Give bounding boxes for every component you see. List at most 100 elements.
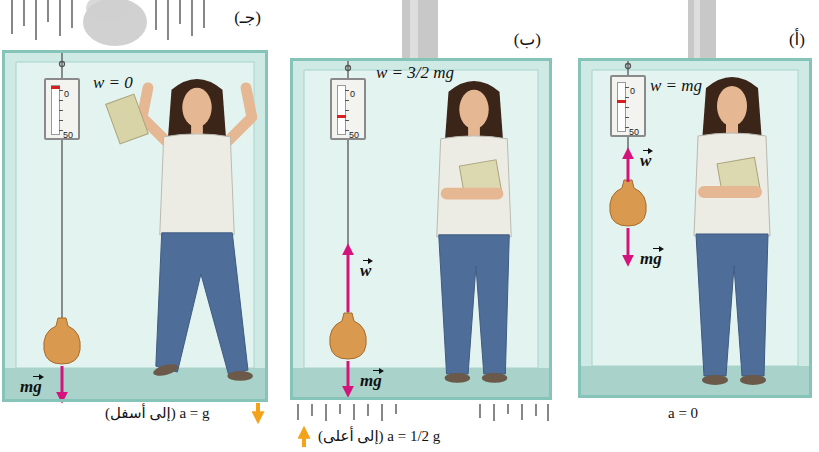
force-vector <box>61 366 64 399</box>
motion-lines <box>59 0 60 36</box>
motion-lines <box>381 404 382 421</box>
force-vector <box>347 361 350 393</box>
motion-lines <box>179 0 180 24</box>
scale-string <box>60 50 631 319</box>
elevator-glass <box>578 366 812 398</box>
label-holder: (إلى أسفل) a = g <box>105 404 210 422</box>
motion-lines <box>367 404 368 416</box>
text-holder: w = mg <box>650 76 702 96</box>
elevator-glass <box>578 58 812 398</box>
motion-lines <box>395 404 396 414</box>
scale-tick <box>59 110 63 111</box>
scale-string <box>347 58 348 78</box>
hanging-bag <box>44 180 647 364</box>
elevator-shaft <box>86 0 130 22</box>
panel-label: (جـ) <box>234 7 261 28</box>
vector-label: w <box>640 148 651 171</box>
spring-scale: 0 50 <box>330 78 366 140</box>
scale-tick <box>345 90 349 91</box>
scale-pointer <box>51 86 60 89</box>
elevator-glass <box>2 50 812 402</box>
woman-figure <box>437 81 511 383</box>
text-holder: (أ) <box>789 29 805 50</box>
motion-lines <box>479 404 480 418</box>
scale-string <box>346 66 351 71</box>
motion-lines <box>203 0 204 28</box>
woman-figure <box>694 77 770 385</box>
motion-lines <box>71 0 72 28</box>
spring-scale: 0 50 <box>610 75 646 137</box>
label-holder: w <box>640 148 651 171</box>
scale-tick <box>345 120 349 121</box>
text-holder: 0 <box>64 83 69 101</box>
motion-lines <box>535 404 536 416</box>
scale-tick <box>625 107 629 108</box>
scale-tick <box>625 117 629 118</box>
scale-mark: 0 <box>630 86 635 96</box>
scale-tick <box>59 120 63 121</box>
elevator-shaft <box>402 0 438 58</box>
text-holder: w = 3/2 mg <box>376 63 454 83</box>
scale-string <box>61 50 62 78</box>
motion-lines <box>353 404 354 420</box>
scale-reading: w = 3/2 mg <box>376 63 454 83</box>
scale-mark: 50 <box>63 130 73 140</box>
scale-reading: w = mg <box>650 76 702 96</box>
scale-tick <box>345 110 349 111</box>
acceleration-caption: a = 0 <box>668 405 698 422</box>
scale-tick <box>59 130 63 131</box>
force-vector <box>62 152 628 399</box>
motion-lines <box>325 404 326 421</box>
scale-tick <box>345 130 349 131</box>
scale-mark: 50 <box>349 130 359 140</box>
motion-lines <box>11 0 12 34</box>
floating-book <box>106 94 149 144</box>
vector-label: mg <box>20 374 42 397</box>
scale-tick <box>345 100 349 101</box>
woman-figure <box>142 79 253 381</box>
elevator-shaft <box>410 0 418 58</box>
scale-mark: 0 <box>64 89 69 99</box>
elevator-glass <box>2 50 268 402</box>
text-holder: 0 <box>630 80 635 98</box>
motion-lines <box>167 0 168 40</box>
acceleration-arrow <box>302 431 306 447</box>
elevator-cab: (جـ)w = 0050 <box>2 50 268 402</box>
motion-lines <box>155 0 156 30</box>
label-holder: w <box>360 258 371 281</box>
elevator-shaft <box>694 0 700 58</box>
scale-string <box>61 140 62 319</box>
text-holder: (جـ) <box>234 7 261 28</box>
hanging-bag <box>44 318 81 364</box>
scale-tick <box>625 127 629 128</box>
label-holder: mg <box>360 368 382 391</box>
scale-string <box>626 64 631 69</box>
motion-lines <box>547 404 548 421</box>
label-holder: (إلى أعلى) a = 1/2 g <box>318 427 440 445</box>
elevator-glass <box>290 58 552 400</box>
motion-lines <box>297 404 298 420</box>
acceleration-arrow <box>256 403 260 419</box>
text-holder: 50 <box>349 124 359 142</box>
scale-tick <box>59 90 63 91</box>
panel-label: (ب) <box>514 29 541 50</box>
hanging-bag <box>610 180 647 226</box>
scale-tick <box>625 87 629 88</box>
spring-scale: 0 50 <box>44 78 80 140</box>
motion-lines <box>23 0 24 26</box>
acceleration-caption: (إلى أعلى) a = 1/2 g <box>318 427 440 445</box>
acceleration-arrow <box>258 403 304 447</box>
scale-mark: 0 <box>350 89 355 99</box>
force-vector <box>627 228 630 262</box>
elevator-cab: (ب)w = 3/2 mg050 <box>290 58 552 400</box>
scale-pointer <box>617 100 626 103</box>
scale-string <box>627 137 628 181</box>
force-vector <box>347 248 350 312</box>
scale-reading: w = 0 <box>93 73 133 93</box>
text-holder: 50 <box>629 121 639 139</box>
motion-lines <box>311 404 312 416</box>
elevator-shaft <box>688 0 716 58</box>
vector-label: w <box>360 258 371 281</box>
label-holder: a = 0 <box>668 404 698 422</box>
